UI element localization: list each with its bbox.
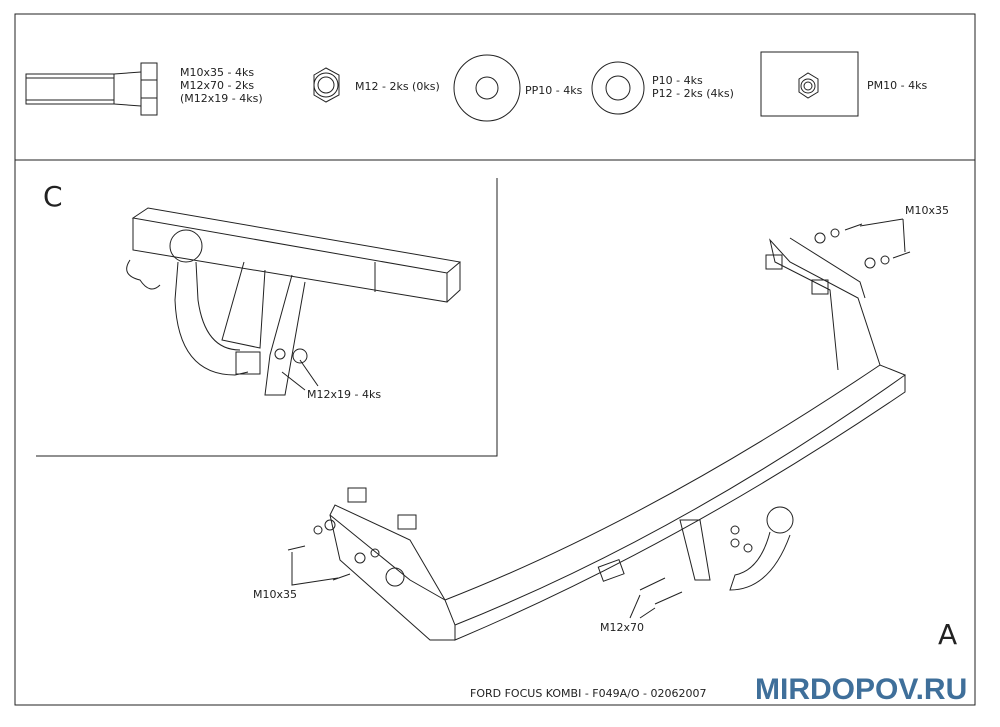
bolt-label-line: M10x35 - 4ks (180, 66, 255, 79)
title-block: FORD FOCUS KOMBI - F049A/O - 02062007 (470, 687, 707, 700)
right-bolts-callout: M10x35 (905, 204, 949, 217)
view-a-label: A (938, 618, 958, 651)
washer-label-line: P12 - 2ks (4ks) (652, 87, 734, 100)
detail-c-hitch-drawing (126, 207, 462, 396)
detail-c-callout: M12x19 - 4ks (307, 388, 382, 401)
detail-c-frame (36, 178, 498, 457)
detail-c-leader (281, 359, 319, 391)
drawing-frame (14, 13, 976, 706)
nut-icon (313, 67, 340, 103)
detail-c-label: C (43, 180, 63, 213)
leader-left-bolts (291, 552, 339, 586)
washer-label-line: P10 - 4ks (652, 74, 703, 87)
leader-ball-bolts (629, 594, 656, 619)
bolt-label-line: M12x70 - 2ks (180, 79, 255, 92)
ball-bolts-callout: M12x70 (600, 621, 644, 634)
large-washer-icon (453, 54, 521, 122)
washer-icon (591, 61, 645, 115)
main-view-hitch-drawing (287, 223, 911, 641)
leader-right-bolts (859, 218, 906, 253)
watermark: MIRDOPOV.RU (755, 673, 968, 706)
lock-nut-icon (760, 51, 859, 117)
lock-nut-label: PM10 - 4ks (867, 79, 928, 92)
nut-label: M12 - 2ks (0ks) (355, 80, 440, 93)
large-washer-label: PP10 - 4ks (525, 84, 583, 97)
bolt-label-line: (M12x19 - 4ks) (180, 92, 263, 105)
left-bolts-callout: M10x35 (253, 588, 297, 601)
washer-label: P10 - 4ks P12 - 2ks (4ks) (652, 74, 734, 100)
bolt-label: M10x35 - 4ks M12x70 - 2ks (M12x19 - 4ks) (180, 66, 263, 105)
bolt-icon (25, 62, 158, 116)
